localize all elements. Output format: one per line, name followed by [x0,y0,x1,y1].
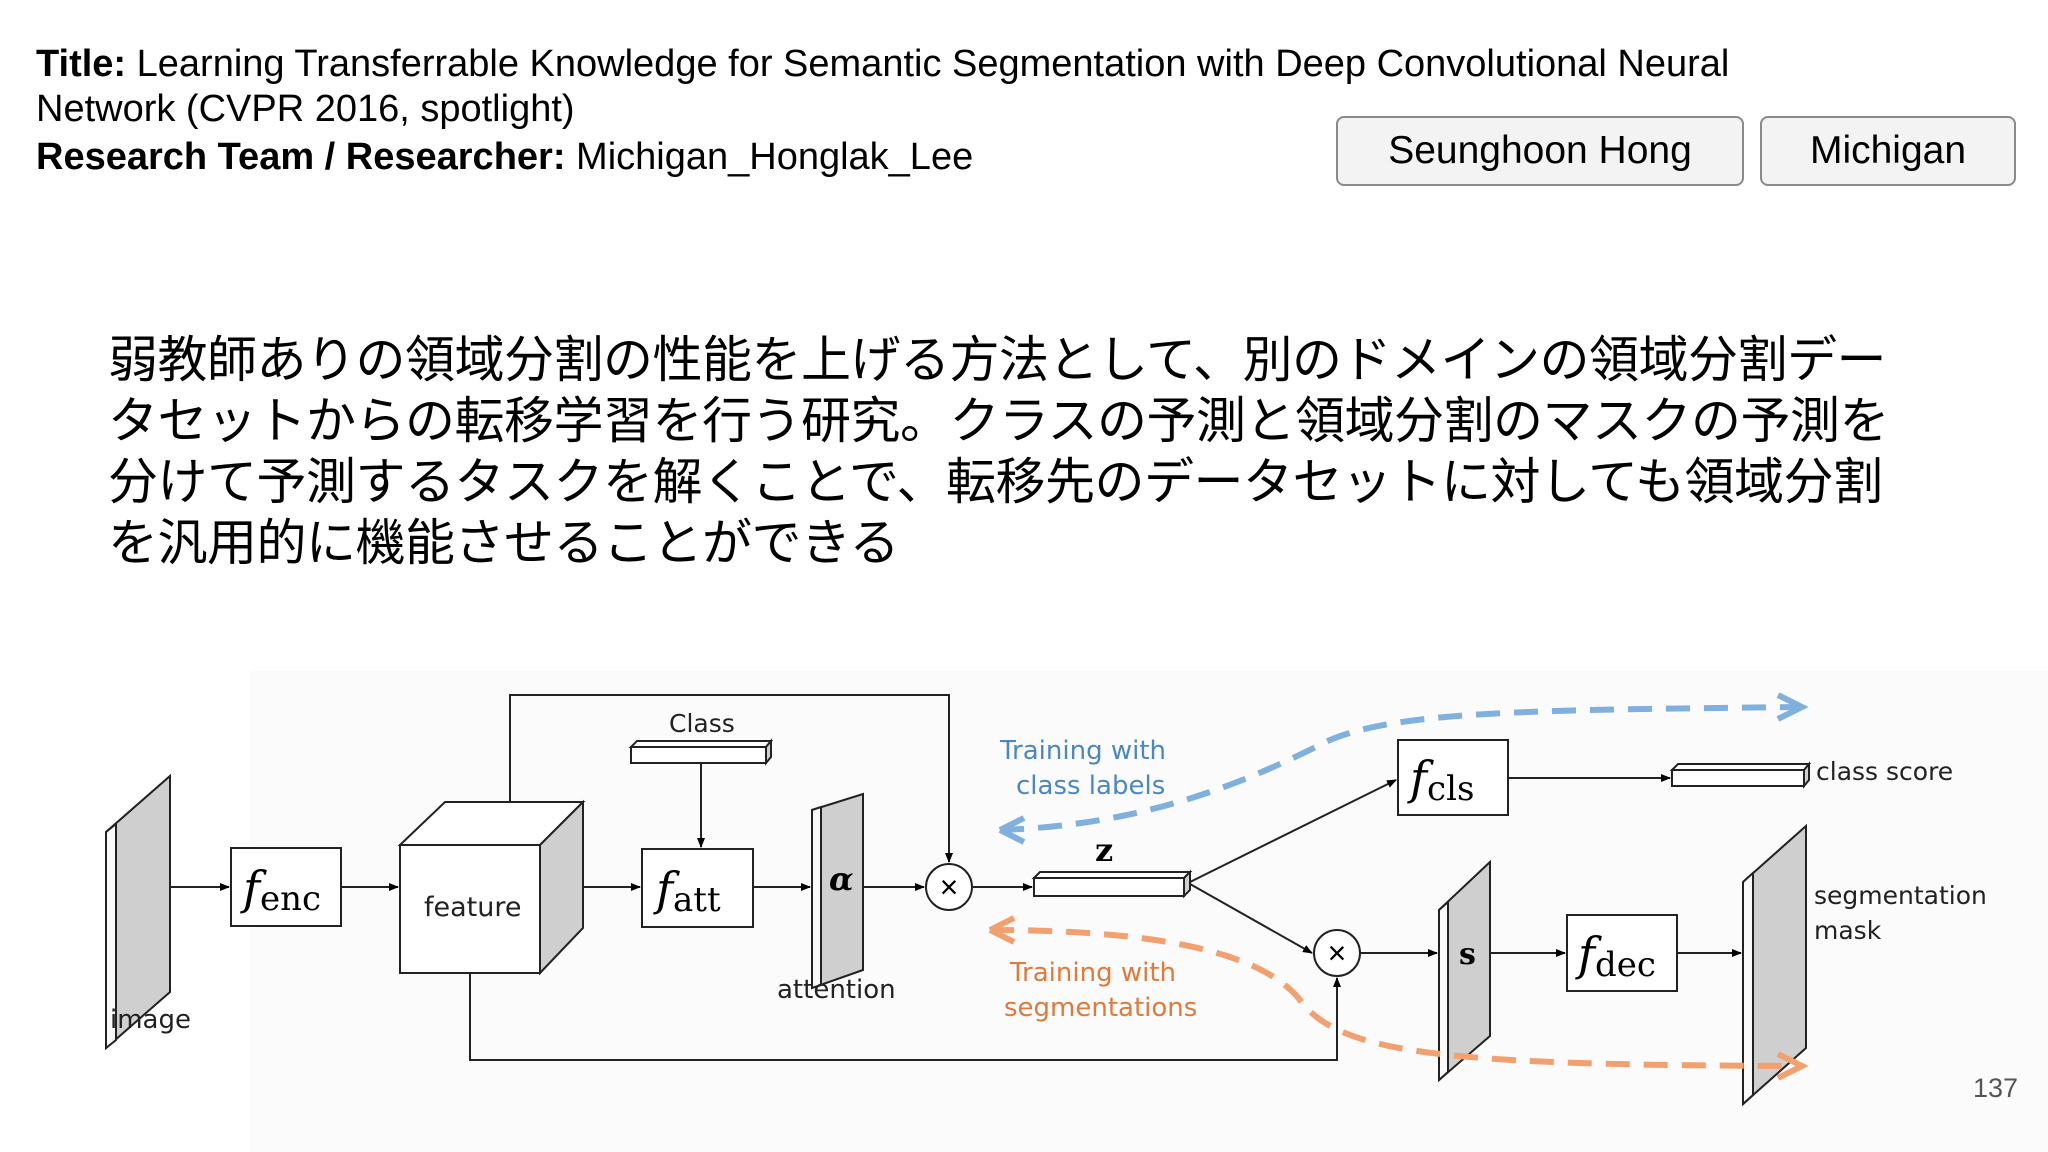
segmentation-mask-panel [1742,823,1807,1107]
s-symbol: s [1459,937,1476,972]
title-label: Title: [36,43,127,85]
seg-training-label-2: segmentations [1004,993,1197,1023]
paper-title: Learning Transferrable Knowledge for Sem… [36,43,1730,130]
alpha-symbol: α [829,860,854,898]
segmentation-mask-label-1: segmentation [1814,881,1987,910]
seg-training-dashed-path [989,927,1801,1069]
class-training-label-1: Training with [999,736,1166,766]
team-line: Research Team / Researcher: Michigan_Hon… [36,135,1836,180]
class-label: Class [669,709,735,738]
slide-header: Title: Learning Transferrable Knowledge … [36,42,1836,180]
attention-label: attention [777,975,896,1005]
seg-training-right-arrowhead [1776,1051,1809,1081]
image-panel [105,773,171,1051]
image-label: image [110,1005,191,1035]
class-training-right-arrowhead [1776,692,1809,722]
class-training-left-arrowhead [998,815,1026,845]
f-enc-symbol: fenc [240,861,321,919]
team-value: Michigan_Honglak_Lee [576,136,974,178]
multiply-symbol-1: × [940,869,959,905]
researcher-tag-button[interactable]: Seunghoon Hong [1336,116,1744,186]
seg-training-label-1: Training with [1009,958,1176,988]
team-label: Research Team / Researcher: [36,136,566,178]
segmentation-mask-label-2: mask [1814,916,1882,945]
class-training-dashed-path [999,704,1801,833]
summary-text: 弱教師ありの領域分割の性能を上げる方法として、別のドメインの領域分割データセット… [108,331,1890,572]
feature-label: feature [424,892,521,923]
page-number: 137 [1972,1073,2018,1103]
f-att-symbol: fatt [653,862,721,920]
connector-arrows [170,694,1742,1061]
f-cls-box [1397,739,1509,816]
class-score-label: class score [1816,757,1953,786]
seg-training-left-arrowhead [988,915,1016,945]
multiply-symbol-2: × [1328,935,1347,971]
feature-cube [397,799,586,976]
class-score-vector [1669,761,1812,789]
z-symbol: z [1095,831,1113,869]
f-dec-box [1566,914,1678,992]
organization-tag-button[interactable]: Michigan [1760,116,2016,186]
f-enc-box [230,847,342,927]
s-panel [1438,859,1491,1083]
z-vector [1031,869,1193,899]
title-line: Title: Learning Transferrable Knowledge … [36,42,1836,132]
attention-panel [811,792,864,990]
architecture-diagram: image fenc feature Class fatt α attentio… [105,670,2048,1152]
class-training-label-2: class labels [1016,771,1165,801]
class-vector [628,738,774,766]
